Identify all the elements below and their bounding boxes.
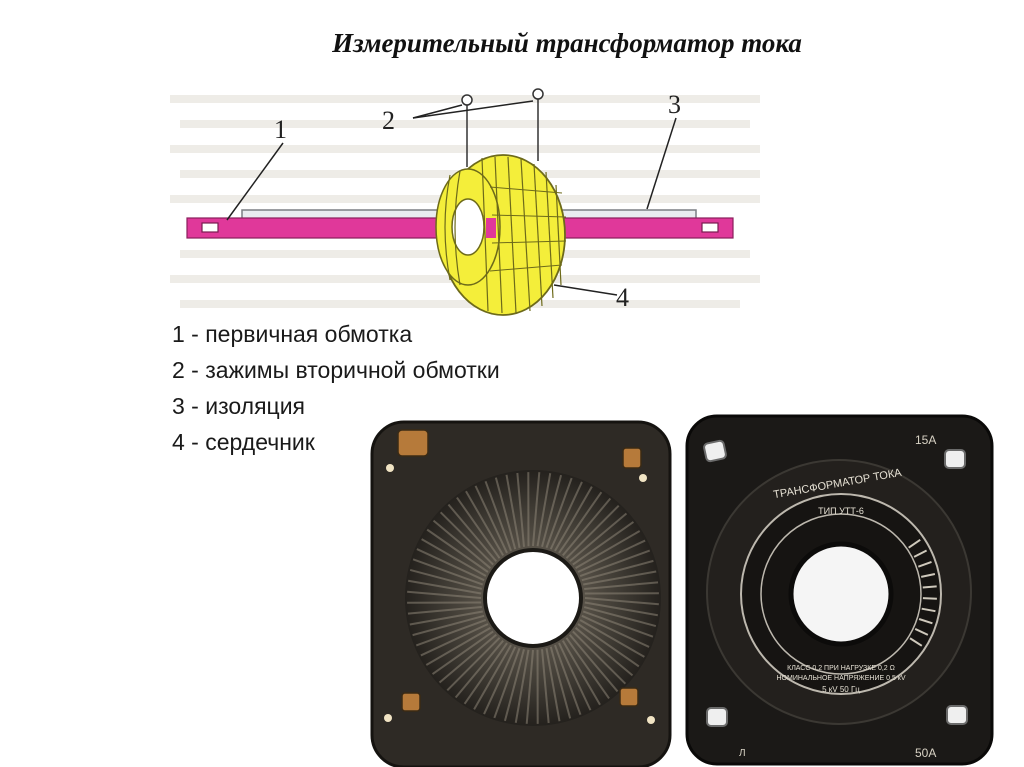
callout-1: 1 [274, 115, 287, 144]
nameplate-frequency: 5 кV 50 Гц [822, 685, 860, 694]
toroidal-core [436, 155, 566, 315]
callout-3: 3 [668, 90, 681, 119]
corner-label-top: 15A [915, 433, 936, 447]
photo-transformer-open [368, 418, 674, 767]
nameplate-voltage: НОМИНАЛЬНОЕ НАПРЯЖЕНИЕ 0,5 кV [776, 675, 905, 682]
corner-label-bottom: 50A [915, 746, 936, 760]
callout-2: 2 [382, 106, 395, 135]
legend-item: 1 - первичная обмотка [172, 316, 500, 352]
legend-item: 2 - зажимы вторичной обмотки [172, 352, 500, 388]
nameplate-type: ТИП УТТ-6 [818, 506, 864, 516]
transformer-diagram: 1 2 3 4 [150, 75, 790, 320]
nameplate-class: КЛАСС 0,2 ПРИ НАГРУЗКЕ 0,2 Ω [787, 665, 895, 672]
photo-transformer-nameplate: ТРАНСФОРМАТОР ТОКА ТИП УТТ-6 КЛАСС 0,2 П… [683, 412, 996, 767]
callout-4: 4 [616, 283, 629, 312]
corner-label-bottom-left: Л [739, 748, 746, 759]
page-title: Измерительный трансформатор тока [0, 28, 1024, 59]
